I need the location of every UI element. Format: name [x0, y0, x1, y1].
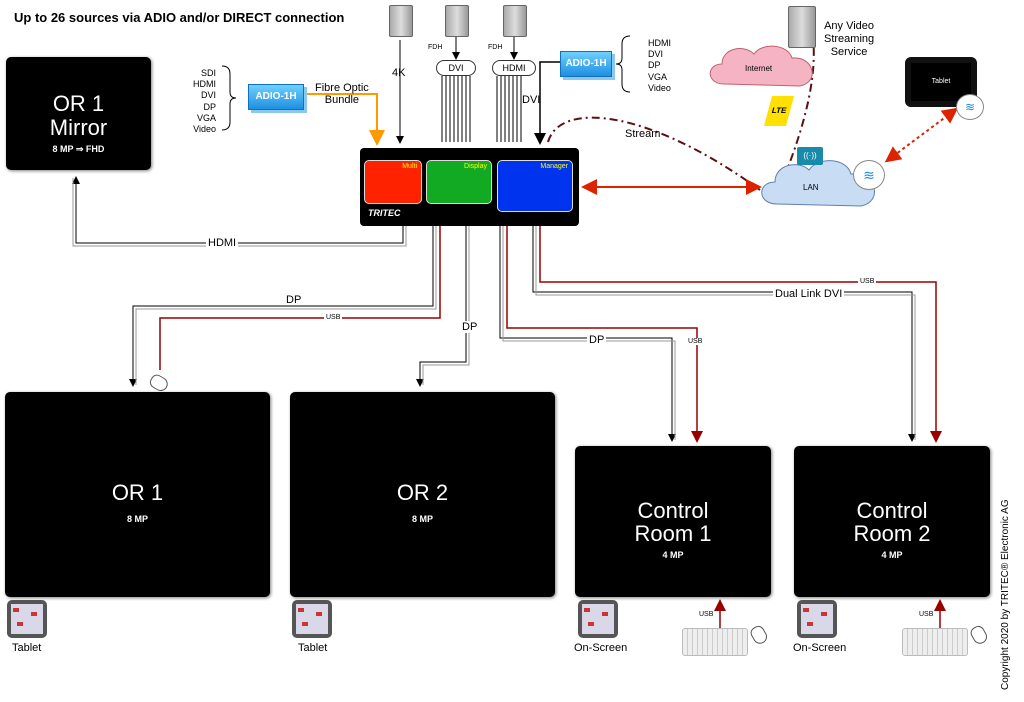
- or1-screen: OR 1 8 MP: [5, 392, 270, 597]
- server-dvi-icon: [445, 5, 469, 37]
- tablet-or1-icon: [7, 600, 47, 638]
- tablet-or2-label: Tablet: [298, 642, 328, 654]
- or2-title: OR 2: [396, 480, 449, 505]
- onscreen-cr2-label: On-Screen: [793, 642, 847, 654]
- usb-cr2-label: USB: [858, 278, 877, 285]
- diagram-title: Up to 26 sources via ADIO and/or DIRECT …: [14, 10, 345, 25]
- hdmi-mirror-line: [72, 176, 407, 247]
- tablet-remote-icon: Tablet: [905, 57, 977, 107]
- or1-title: OR 1: [111, 480, 164, 505]
- dp-or1-label: DP: [286, 294, 302, 306]
- multi-display-manager: Multi Display Manager TRITEC: [360, 148, 579, 226]
- dvi-bundle-lines: [441, 76, 522, 142]
- input-4k-label: 4K: [392, 67, 406, 79]
- streaming-service-label: Any Video Streaming Service: [824, 20, 875, 58]
- source-list-right: HDMI DVI DP VGA Video: [648, 38, 671, 93]
- display-tile: Display: [426, 160, 492, 204]
- cr1-title-line1: Control: [637, 498, 709, 523]
- adio-right-box: ADIO-1H: [560, 51, 612, 77]
- tablet-wifi-icon: ≋: [956, 94, 984, 120]
- tablet-or2-icon: [292, 600, 332, 638]
- internet-cloud-icon: [709, 45, 813, 87]
- cr2-title-line2: Room 2: [853, 521, 931, 546]
- usb-or1-label: USB: [324, 314, 343, 321]
- cr1-title-line2: Room 1: [634, 521, 712, 546]
- fdh-label-2: FDH: [488, 44, 503, 51]
- tablet-or1-label: Tablet: [12, 642, 42, 654]
- source-list-left: SDI HDMI DVI DP VGA Video: [193, 68, 216, 135]
- hdmi-connection-label: HDMI: [206, 237, 239, 249]
- usb-or1-line: [159, 226, 441, 370]
- usb-kbd1-label: USB: [699, 611, 714, 618]
- copyright-notice: Copyright 2020 by TRITEC® Electronic AG: [1000, 499, 1011, 690]
- usb-cr2-line: [539, 226, 942, 443]
- usb-kbd2-label: USB: [919, 611, 934, 618]
- onscreen-cr1-icon: [578, 600, 618, 638]
- dvi-single-label: DVI: [522, 94, 541, 106]
- lte-line: [774, 29, 815, 201]
- fdh-label-1: FDH: [428, 44, 443, 51]
- lan-label: LAN: [803, 183, 819, 192]
- usb-cr1-line: [506, 226, 703, 443]
- dvi-adio-right-line: [534, 61, 560, 145]
- server-hdmi-icon: [503, 5, 527, 37]
- dp-or1-line: [129, 226, 437, 387]
- keyboard-cr1-icon: [682, 628, 748, 656]
- tablet-wifi-line: [884, 107, 959, 163]
- dual-link-dvi-label: Dual Link DVI: [773, 288, 845, 300]
- or1-mirror-title: OR 1: [52, 91, 105, 116]
- or1-mirror-subtitle: Mirror: [49, 115, 108, 140]
- dp-or2-label: DP: [462, 321, 478, 333]
- cr2-title-line1: Control: [856, 498, 928, 523]
- or2-screen: OR 2 8 MP: [290, 392, 555, 597]
- dp-or2-line: [416, 226, 470, 387]
- tablet-remote-label: Tablet: [911, 63, 971, 101]
- onscreen-cr1-label: On-Screen: [574, 642, 628, 654]
- or2-resolution: 8 MP: [411, 514, 433, 524]
- multi-tile: Multi: [364, 160, 422, 204]
- dvi-input-pill: DVI: [436, 60, 476, 76]
- server-4k-icon: [389, 5, 413, 37]
- or1-mirror-screen: OR 1 Mirror 8 MP ⇒ FHD: [6, 57, 151, 170]
- control-room-1-screen: Control Room 1 4 MP: [575, 446, 771, 597]
- or1-resolution: 8 MP: [126, 514, 148, 524]
- tritec-logo: TRITEC: [368, 208, 401, 218]
- onscreen-cr2-icon: [797, 600, 837, 638]
- fibre-optic-label: Fibre Optic Bundle: [315, 82, 369, 106]
- lan-wifi-icon: ≋: [853, 160, 885, 190]
- manager-tile: Manager: [497, 160, 573, 212]
- streaming-server-icon: [788, 6, 816, 48]
- lan-router-icon: ((·)): [797, 147, 823, 165]
- stream-line: [547, 116, 761, 191]
- internet-label: Internet: [745, 64, 773, 73]
- cr2-resolution: 4 MP: [881, 550, 903, 560]
- dp-cr1-label: DP: [587, 334, 607, 346]
- dvi-cr2-line: [532, 226, 916, 442]
- keyboard-cr2-icon: [902, 628, 968, 656]
- control-room-2-screen: Control Room 2 4 MP: [794, 446, 990, 597]
- usb-cr1-label: USB: [688, 338, 703, 345]
- stream-label: Stream: [625, 128, 661, 140]
- cr1-resolution: 4 MP: [662, 550, 684, 560]
- adio-left-box: ADIO-1H: [248, 84, 304, 110]
- fibre-line: [305, 93, 385, 146]
- hdmi-input-pill: HDMI: [492, 60, 536, 76]
- or1-mirror-resolution: 8 MP ⇒ FHD: [52, 144, 105, 154]
